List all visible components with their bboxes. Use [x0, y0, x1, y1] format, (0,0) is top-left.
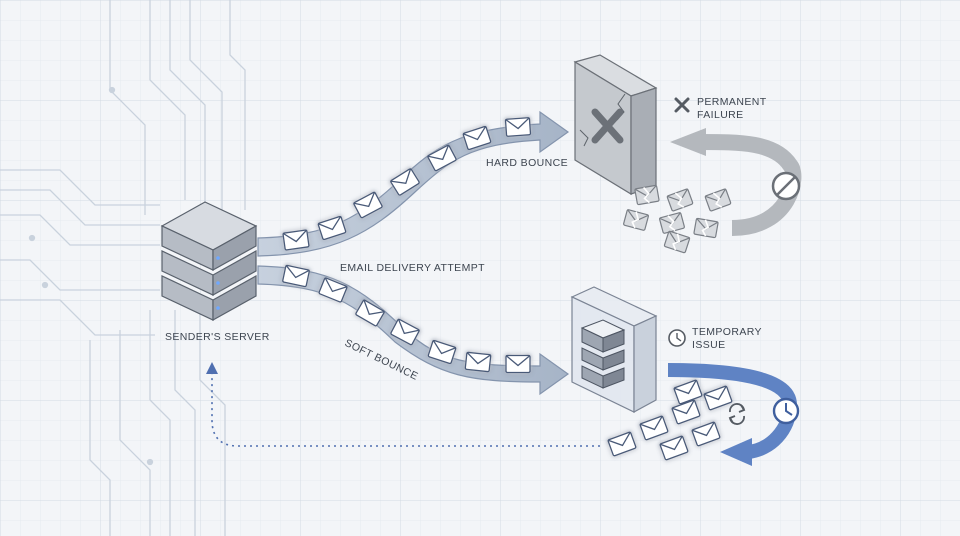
blocked-wall-icon: [573, 54, 658, 196]
retry-return-arrowhead: [206, 362, 218, 374]
permanent-label-line1: PERMANENT: [697, 96, 767, 108]
broken-envelope-icon: [692, 217, 720, 239]
envelope-icon: [505, 354, 531, 374]
retry-return-line: [211, 370, 600, 447]
circuit-traces: [0, 0, 246, 536]
soft-return-arrowhead: [720, 438, 752, 466]
broken-envelope-icon: [633, 184, 661, 206]
server-stack-icon: [160, 201, 258, 322]
envelope-icon: [504, 117, 532, 137]
clock-icon: [772, 397, 800, 425]
temporary-clock-icon: [668, 329, 686, 347]
sender-server-label: SENDER'S SERVER: [165, 331, 270, 343]
refresh-icon: [728, 403, 746, 425]
hard-bounce-label: HARD BOUNCE: [486, 157, 568, 169]
hard-return-arrow: [699, 134, 802, 236]
server-cabinet-icon: [570, 286, 658, 414]
temporary-label-line2: ISSUE: [692, 339, 726, 351]
envelope-icon: [464, 351, 492, 373]
no-entry-icon: [771, 171, 801, 201]
envelope-icon: [282, 229, 310, 251]
hard-return-arrowhead: [670, 128, 706, 156]
x-mark-icon: [674, 97, 690, 113]
delivery-attempt-label: EMAIL DELIVERY ATTEMPT: [340, 262, 485, 274]
temporary-label-line1: TEMPORARY: [692, 326, 762, 338]
permanent-label-line2: FAILURE: [697, 109, 744, 121]
